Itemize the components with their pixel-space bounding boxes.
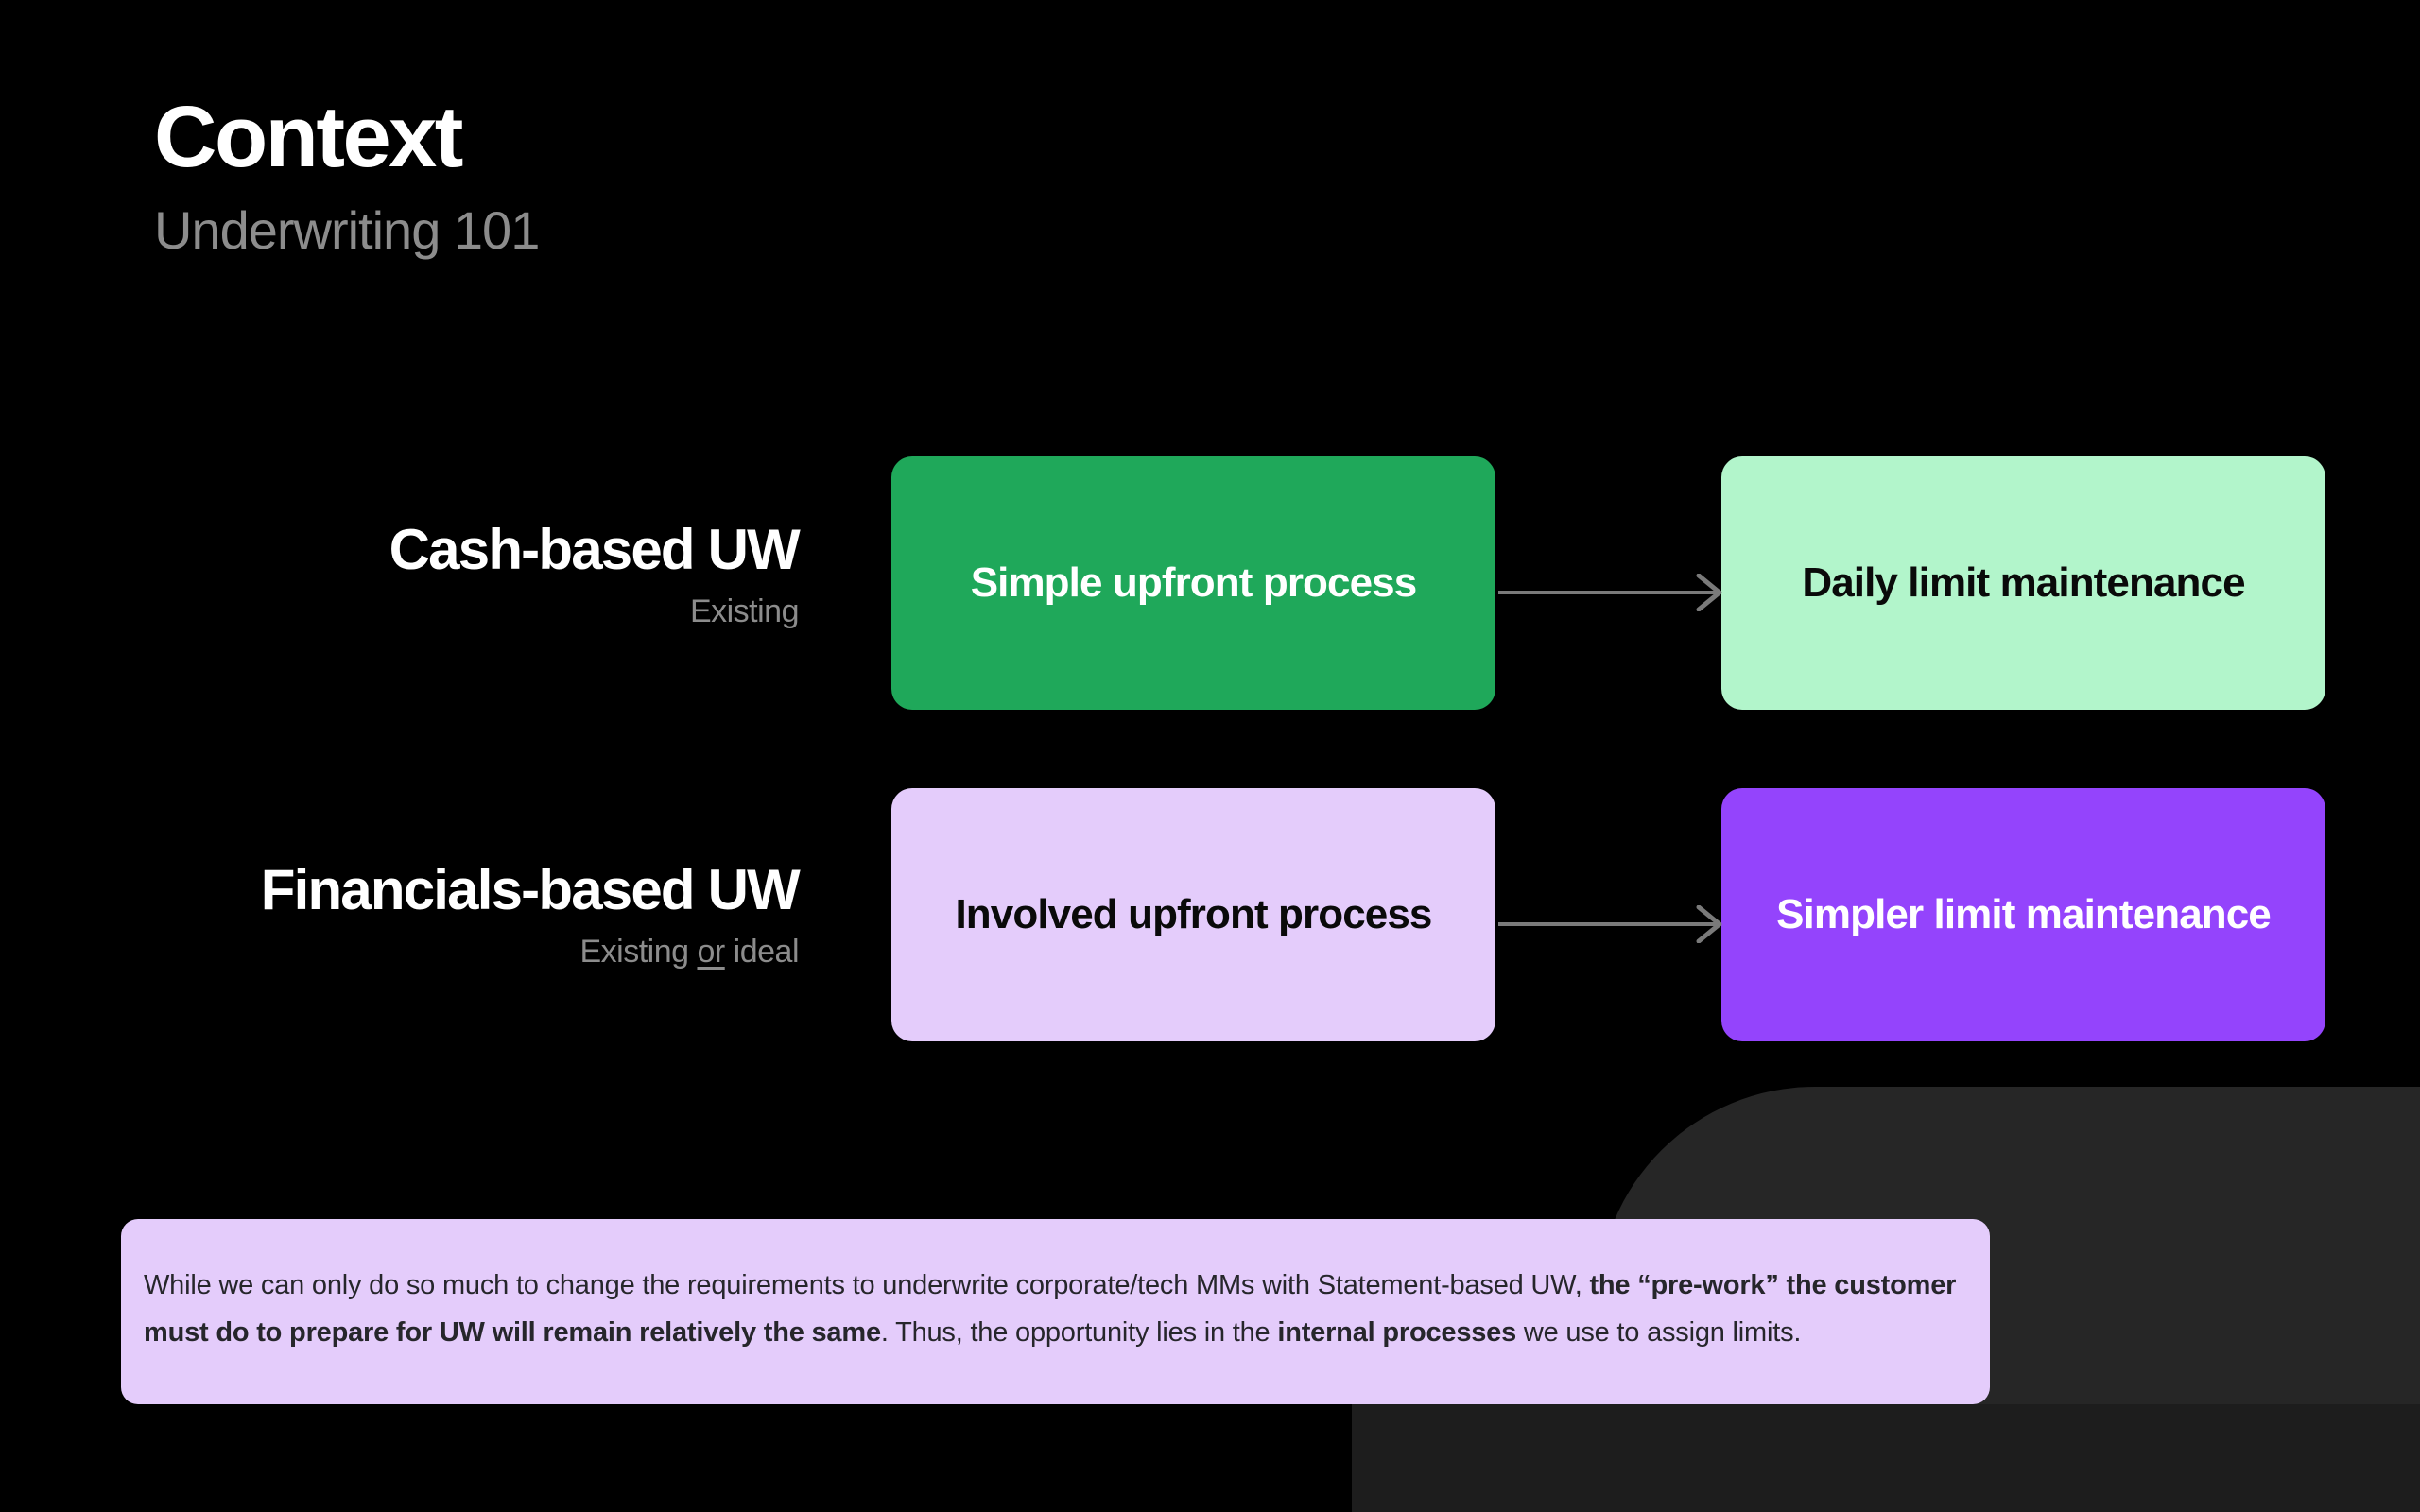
caption-emphasis: internal processes <box>1277 1316 1517 1348</box>
caption-run: we use to assign limits. <box>1516 1316 1802 1348</box>
row-label-main: Cash-based UW <box>389 518 801 581</box>
caption-run: . Thus, the opportunity lies in the <box>880 1316 1278 1348</box>
caption-run: While we can only do so much to change t… <box>144 1270 1590 1300</box>
row-label-sub: Existing or ideal <box>137 934 800 971</box>
arrow-right-icon-row2 <box>1498 905 1723 943</box>
row-sub-prefix: Existing <box>579 934 698 971</box>
slide-header: Context Underwriting 101 <box>154 89 540 261</box>
row-label-sub: Existing <box>137 593 800 630</box>
node-label: Daily limit maintenance <box>1802 558 2245 606</box>
row-sub-suffix: ideal <box>724 934 800 971</box>
node-simple-upfront-process[interactable]: Simple upfront process <box>891 456 1495 710</box>
page-subtitle: Underwriting 101 <box>154 200 540 261</box>
node-simpler-limit-maintenance[interactable]: Simpler limit maintenance <box>1721 788 2325 1041</box>
node-label: Simple upfront process <box>970 558 1418 606</box>
page-title: Context <box>154 89 463 185</box>
caption-text: While we can only do so much to change t… <box>144 1263 1967 1357</box>
row-label-main: Financials-based UW <box>260 858 801 921</box>
node-label: Simpler limit maintenance <box>1776 890 2272 937</box>
decorative-bottom-band <box>1352 1404 2420 1512</box>
caption-card: While we can only do so much to change t… <box>121 1219 1990 1404</box>
row-label-cash-based-uw: Cash-based UW Existing <box>137 518 801 630</box>
caption-emphasis: the “pre-work” the customer must do to p… <box>144 1270 1957 1348</box>
node-involved-upfront-process[interactable]: Involved upfront process <box>891 788 1495 1041</box>
row-label-financials-based-uw: Financials-based UW Existing or ideal <box>137 858 801 971</box>
arrow-right-icon-row1 <box>1498 574 1723 611</box>
row-sub-prefix: Existing <box>689 593 800 630</box>
node-daily-limit-maintenance[interactable]: Daily limit maintenance <box>1721 456 2325 710</box>
node-label: Involved upfront process <box>955 890 1432 937</box>
row-sub-underlined: or <box>697 934 725 971</box>
